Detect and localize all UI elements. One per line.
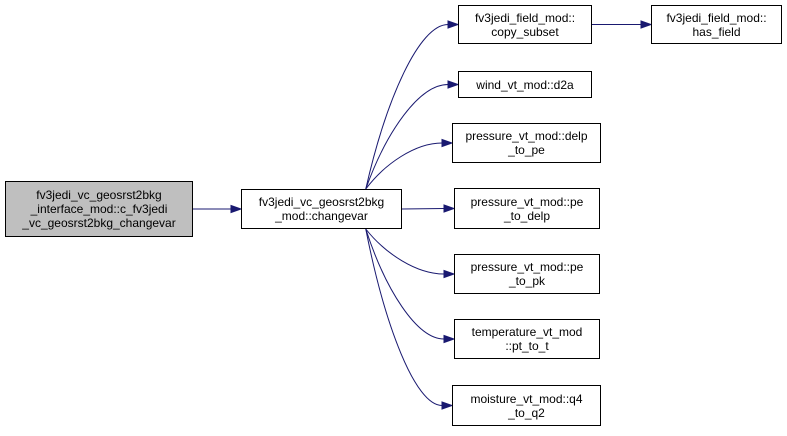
node-label-line: pressure_vt_mod::delp	[465, 129, 588, 143]
arrowhead-d2a	[447, 80, 460, 89]
node-label-line: ::pt_to_t	[505, 339, 549, 353]
arrowhead-changevar	[230, 204, 243, 214]
arrowhead-pt_to_t	[443, 334, 456, 344]
node-delp-to-pe[interactable]: pressure_vt_mod::delp _to_pe	[452, 123, 601, 163]
node-label-line: temperature_vt_mod	[471, 325, 583, 339]
node-has-field[interactable]: fv3jedi_field_mod:: has_field	[651, 5, 782, 44]
node-label-line: _vc_geosrst2bkg_changevar	[22, 216, 176, 230]
node-label-line: pressure_vt_mod::pe	[470, 260, 584, 274]
node-root-c-fv3jedi-vc-geosrst2bkg-changevar: fv3jedi_vc_geosrst2bkg _interface_mod::c…	[5, 181, 193, 237]
node-q4-to-q2[interactable]: moisture_vt_mod::q4 _to_q2	[452, 385, 601, 426]
node-changevar[interactable]: fv3jedi_vc_geosrst2bkg _mod::changevar	[241, 189, 402, 229]
node-label-line: fv3jedi_vc_geosrst2bkg	[258, 195, 385, 209]
arrowhead-pe_to_pk	[443, 269, 456, 279]
node-label-line: fv3jedi_vc_geosrst2bkg	[36, 188, 162, 202]
node-label-line: fv3jedi_field_mod::	[474, 10, 576, 25]
edge-changevar-to-q4_to_q2	[365, 228, 443, 406]
edge-changevar-to-delp_to_pe	[365, 142, 443, 190]
edge-changevar-to-copy_subset	[365, 24, 449, 190]
arrowhead-q4_to_q2	[441, 401, 454, 410]
node-label-line: _mod::changevar	[275, 209, 368, 223]
node-label-line: wind_vt_mod::d2a	[476, 77, 574, 92]
arrowhead-pe_to_delp	[443, 204, 456, 213]
edge-changevar-to-pe_to_delp	[401, 208, 445, 210]
node-label-line: _to_delp	[503, 208, 551, 223]
arrowhead-delp_to_pe	[441, 138, 454, 148]
node-label-line: moisture_vt_mod::q4	[470, 391, 583, 406]
node-label-line: _to_q2	[508, 405, 545, 420]
node-d2a[interactable]: wind_vt_mod::d2a	[458, 71, 592, 98]
node-pe-to-pk[interactable]: pressure_vt_mod::pe _to_pk	[454, 254, 600, 294]
node-label-line: has_field	[692, 24, 741, 39]
edge-changevar-to-d2a	[365, 84, 449, 190]
node-copy-subset[interactable]: fv3jedi_field_mod:: copy_subset	[458, 5, 592, 44]
node-pe-to-delp[interactable]: pressure_vt_mod::pe _to_delp	[454, 188, 600, 229]
node-label-line: pressure_vt_mod::pe	[470, 194, 584, 209]
arrowhead-copy_subset	[447, 20, 460, 29]
arrowhead-has_field	[640, 20, 653, 29]
node-label-line: copy_subset	[491, 24, 559, 39]
node-label-line: _interface_mod::c_fv3jedi	[30, 202, 168, 216]
node-label-line: _to_pk	[508, 274, 546, 288]
node-label-line: _to_pe	[508, 143, 545, 157]
node-pt-to-t[interactable]: temperature_vt_mod ::pt_to_t	[454, 319, 600, 359]
node-label-line: fv3jedi_field_mod::	[666, 10, 767, 25]
edge-changevar-to-pt_to_t	[365, 228, 445, 340]
edge-changevar-to-pe_to_pk	[365, 228, 445, 275]
